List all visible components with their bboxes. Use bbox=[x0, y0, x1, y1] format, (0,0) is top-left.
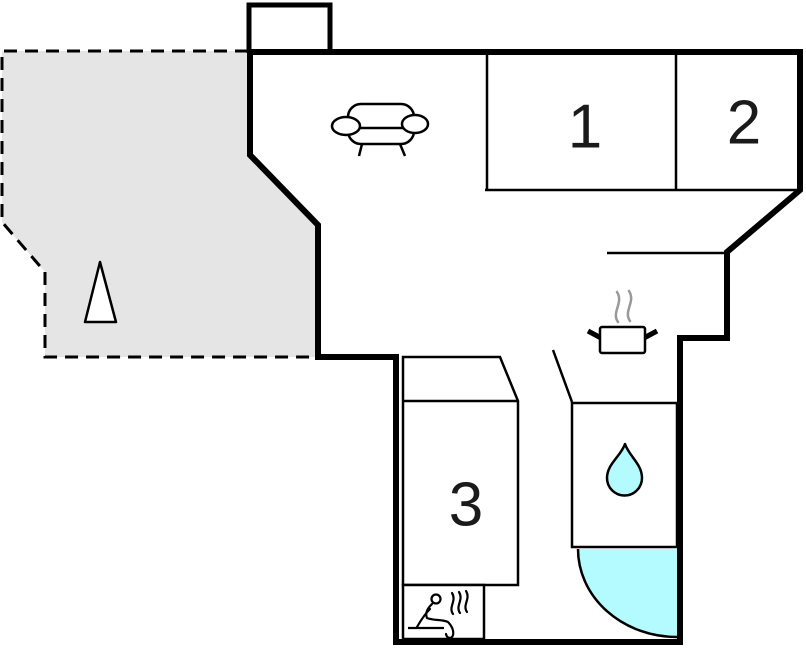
sofa-leg-right bbox=[398, 143, 407, 157]
terrace-fill bbox=[2, 51, 318, 357]
room-1-label: 1 bbox=[568, 93, 602, 162]
sofa-leg-left bbox=[357, 143, 364, 157]
sofa-armrest-left bbox=[330, 115, 362, 137]
chimney bbox=[246, 2, 333, 53]
pot-body bbox=[598, 325, 647, 355]
cooking-pot-icon bbox=[586, 289, 659, 355]
sauna-area bbox=[401, 583, 486, 641]
water-drop-icon bbox=[605, 442, 644, 497]
sauna-steam-3 bbox=[464, 589, 469, 614]
room-3-label: 3 bbox=[449, 471, 483, 540]
bathroom-area bbox=[551, 349, 679, 639]
terrace-area bbox=[0, 49, 318, 359]
shower-arc-line bbox=[576, 548, 678, 639]
sofa-armrest-right bbox=[400, 113, 430, 135]
room-3-area: 3 bbox=[401, 355, 520, 587]
sauna-person-icon bbox=[408, 589, 469, 639]
tree-icon bbox=[83, 260, 118, 324]
kitchen-area bbox=[586, 251, 726, 355]
room-2-label: 2 bbox=[727, 89, 761, 158]
terrace-dashed-border bbox=[0, 49, 316, 359]
pot-steam-right bbox=[626, 289, 633, 323]
pot-steam-left bbox=[614, 290, 621, 324]
sauna-steam-2 bbox=[457, 590, 462, 615]
sauna-person-arm bbox=[415, 607, 432, 629]
sauna-person-head bbox=[430, 593, 442, 605]
exterior-walls bbox=[247, 49, 803, 645]
bathroom-door-swing bbox=[551, 349, 574, 403]
sauna-box bbox=[401, 583, 486, 641]
sofa-icon bbox=[330, 102, 430, 157]
bedrooms-1-2: 1 2 bbox=[485, 53, 799, 192]
room-3-outline bbox=[401, 355, 520, 587]
sauna-steam-1 bbox=[450, 591, 455, 616]
sauna-person-leg bbox=[425, 616, 455, 639]
shower-quarter-icon bbox=[578, 549, 677, 637]
